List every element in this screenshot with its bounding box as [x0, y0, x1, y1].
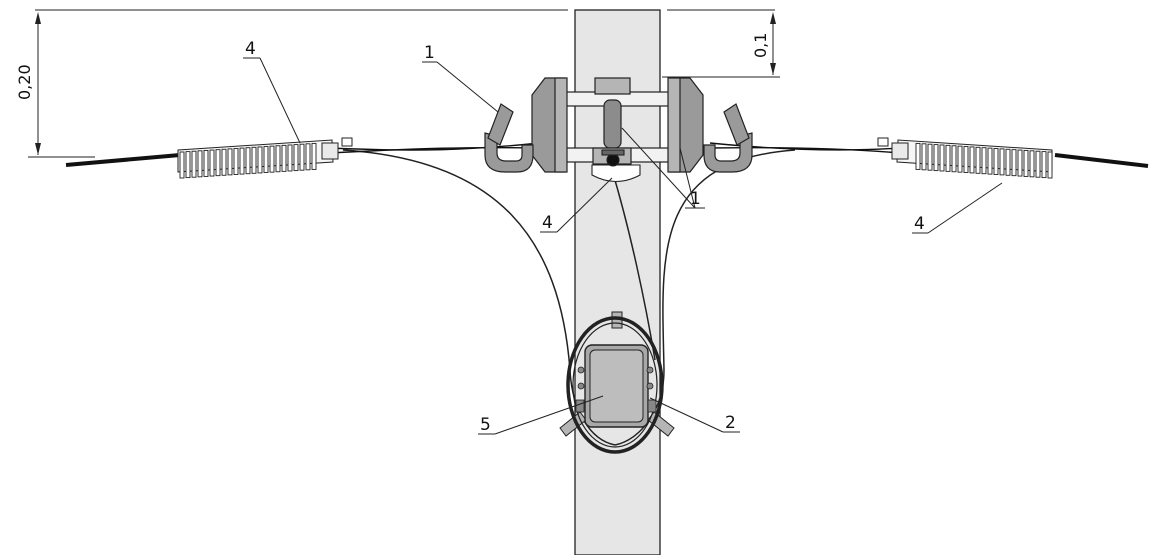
main-cables [65, 142, 1149, 168]
clamp-tooth [227, 148, 233, 176]
clamp-tooth [933, 144, 939, 172]
clamp-tooth [179, 151, 185, 179]
clamp-tooth [939, 144, 945, 172]
clamp-tooth [287, 144, 293, 172]
clamp-tooth [921, 143, 927, 171]
clamp-tooth [1035, 150, 1041, 178]
callout-clamp-center: 4 [542, 213, 553, 233]
clamp-tooth [251, 146, 257, 174]
pole-bracket [531, 77, 704, 173]
clamp-tooth [239, 147, 245, 175]
clamp-tooth [209, 149, 215, 177]
clamp-tooth [945, 144, 951, 172]
clamp-tooth [215, 149, 221, 177]
dimension-arrows [35, 12, 776, 155]
clamp-tooth [263, 146, 269, 173]
clamp-tooth [951, 145, 957, 173]
callout-brackets-center: 1 [690, 189, 701, 209]
clamp-tooth [999, 148, 1005, 176]
clamp-tooth [245, 147, 251, 175]
clamp-tooth [927, 143, 933, 171]
clamp-tooth [269, 145, 275, 173]
center-clamp [591, 149, 641, 183]
callout-clamp-right: 4 [914, 214, 925, 234]
clamp-tooth [975, 146, 981, 174]
clamp-tooth [299, 143, 305, 171]
clamp-tooth [257, 146, 263, 174]
dimension-lines [28, 9, 780, 158]
clamp-tooth [993, 148, 999, 175]
dimension-right-height: 0,1 [751, 33, 770, 58]
clamp-tooth [203, 149, 209, 177]
clamp-tooth [281, 144, 287, 172]
clamp-tooth [1029, 150, 1035, 178]
clamp-tooth [191, 150, 197, 178]
callout-box: 5 [480, 415, 491, 435]
clamp-tooth [185, 151, 191, 179]
left-clamp-teeth [179, 142, 317, 179]
clamp-tooth [915, 142, 921, 170]
clamp-tooth [1041, 151, 1047, 179]
callout-band: 2 [725, 413, 736, 433]
clamp-tooth [1047, 151, 1053, 179]
clamp-tooth [987, 147, 993, 175]
callout-clamp-left: 4 [245, 39, 256, 59]
clamp-tooth [233, 148, 239, 175]
clamp-tooth [969, 146, 975, 174]
dimension-left-height: 0,20 [15, 64, 34, 100]
clamp-tooth [221, 148, 227, 176]
splice-box-assembly [559, 311, 675, 454]
clamp-tooth [275, 145, 281, 173]
left-hook [484, 103, 534, 173]
clamp-tooth [1011, 149, 1017, 177]
clamp-tooth [963, 146, 969, 173]
clamp-tooth [957, 145, 963, 173]
clamp-tooth [1017, 149, 1023, 177]
clamp-tooth [1005, 148, 1011, 176]
leader-lines [243, 57, 1003, 435]
clamp-tooth [305, 143, 311, 171]
clamp-tooth [197, 150, 203, 178]
clamp-tooth [293, 144, 299, 172]
right-clamp-teeth [915, 142, 1053, 179]
clamp-tooth [311, 142, 317, 170]
clamp-tooth [981, 147, 987, 175]
callout-bracket-left: 1 [424, 43, 435, 63]
right-hook [703, 103, 753, 173]
clamp-tooth [1023, 149, 1029, 177]
